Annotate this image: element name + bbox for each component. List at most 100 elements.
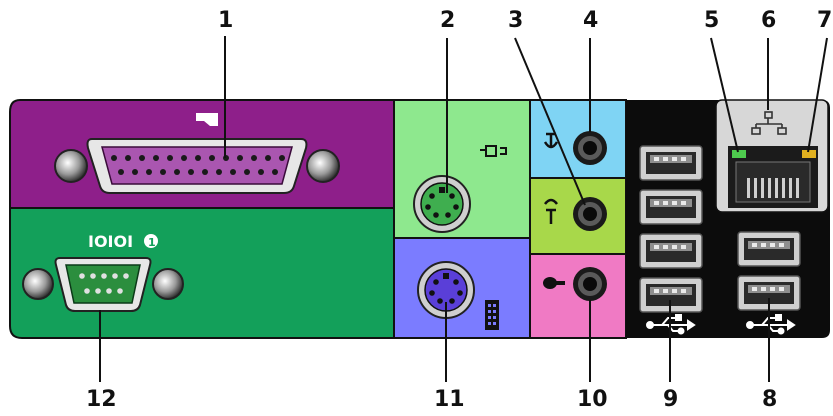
network-symbol-icon <box>751 111 787 135</box>
usb-port <box>639 189 703 225</box>
screw-right <box>306 149 340 183</box>
mouse-port-pins <box>425 187 459 218</box>
rj45-contact <box>789 178 792 198</box>
parallel-pin <box>258 169 264 175</box>
keyboard-port-pins <box>429 273 463 304</box>
leader-lines <box>99 36 828 382</box>
parallel-pin <box>202 169 208 175</box>
usb-port-contact <box>752 287 757 291</box>
usb-port-contact <box>779 287 784 291</box>
usb-port-contact <box>761 287 766 291</box>
rj45-contact <box>747 178 750 198</box>
usb-port-contact <box>770 243 775 247</box>
usb-port-contact <box>663 157 668 161</box>
serial-connector: IOIOI 1 <box>22 232 184 312</box>
network-icon <box>196 113 218 126</box>
line-out-jack <box>544 197 607 231</box>
usb-port-contact <box>779 243 784 247</box>
serial-symbol: IOIOI <box>88 232 133 251</box>
usb-port-contact <box>663 245 668 249</box>
callout-9: 9 <box>663 387 678 412</box>
parallel-connector <box>54 113 340 194</box>
usb-port <box>639 233 703 269</box>
serial-pin <box>112 273 118 279</box>
leader-line-3 <box>514 37 586 206</box>
parallel-pin <box>251 155 257 161</box>
microphone-jack-hole <box>583 277 597 291</box>
usb-port-contact <box>672 245 677 249</box>
serial-symbol-badge <box>144 234 158 248</box>
rj45-contact <box>754 178 757 198</box>
parallel-pins <box>111 155 285 175</box>
parallel-pin <box>188 169 194 175</box>
parallel-pin <box>139 155 145 161</box>
serial-pin <box>79 273 85 279</box>
callout-11: 11 <box>434 387 465 412</box>
callout-7: 7 <box>817 8 832 33</box>
parallel-pin <box>167 155 173 161</box>
serial-pin <box>101 273 107 279</box>
parallel-pin <box>230 169 236 175</box>
usb-port-tongue <box>748 285 790 293</box>
serial-screw-right <box>152 268 184 300</box>
line-out-jack-hole <box>583 207 597 221</box>
parallel-pin <box>111 155 117 161</box>
usb-port-contact <box>654 157 659 161</box>
callout-6: 6 <box>761 8 776 33</box>
parallel-face <box>101 146 293 185</box>
usb-port-contact <box>761 243 766 247</box>
parallel-pin <box>181 155 187 161</box>
mouse-port <box>413 145 507 233</box>
network-port <box>728 111 818 208</box>
parallel-pin <box>195 155 201 161</box>
parallel-pin <box>279 155 285 161</box>
parallel-pin <box>118 169 124 175</box>
rj45-contact <box>782 178 785 198</box>
callout-3: 3 <box>508 8 523 33</box>
callout-10: 10 <box>577 387 608 412</box>
microphone-jack <box>543 267 607 301</box>
callout-numbers: 1 2 3 4 5 6 7 8 9 10 11 12 <box>86 8 832 412</box>
usb-port <box>639 145 703 181</box>
parallel-pin <box>244 169 250 175</box>
link-integrity-light <box>732 150 746 158</box>
callout-4: 4 <box>583 8 598 33</box>
leader-line-7 <box>807 37 828 153</box>
usb-port-contact <box>663 289 668 293</box>
usb-port <box>737 231 801 267</box>
serial-pin <box>95 288 101 294</box>
usb-port-contact <box>654 289 659 293</box>
serial-screw-left <box>22 268 54 300</box>
usb-port-contact <box>752 243 757 247</box>
usb-port-contact <box>654 201 659 205</box>
parallel-pin <box>132 169 138 175</box>
parallel-pin <box>216 169 222 175</box>
usb-port-contact <box>681 201 686 205</box>
rj45-contact <box>768 178 771 198</box>
parallel-pin <box>146 169 152 175</box>
usb-port-contact <box>672 157 677 161</box>
parallel-pin <box>209 155 215 161</box>
mouse-port-icon <box>480 145 507 157</box>
usb-port-contact <box>681 245 686 249</box>
callout-1: 1 <box>218 8 233 33</box>
callout-2: 2 <box>440 8 455 33</box>
callout-8: 8 <box>762 387 777 412</box>
line-in-jack <box>543 131 607 165</box>
keyboard-port-icon <box>485 300 499 330</box>
parallel-pin <box>237 155 243 161</box>
usb-port-contact <box>654 245 659 249</box>
usb-port-contact <box>770 287 775 291</box>
usb-port-contact <box>663 201 668 205</box>
microphone-icon <box>543 277 565 289</box>
usb-port-tongue <box>650 199 692 207</box>
parallel-pin <box>153 155 159 161</box>
parallel-pin <box>265 155 271 161</box>
usb-ports-left <box>639 145 703 313</box>
callout-5: 5 <box>704 8 719 33</box>
usb-port-tongue <box>650 243 692 251</box>
line-in-jack-hole <box>583 141 597 155</box>
usb-port-tongue <box>650 287 692 295</box>
serial-pin <box>84 288 90 294</box>
line-out-icon <box>544 198 558 224</box>
